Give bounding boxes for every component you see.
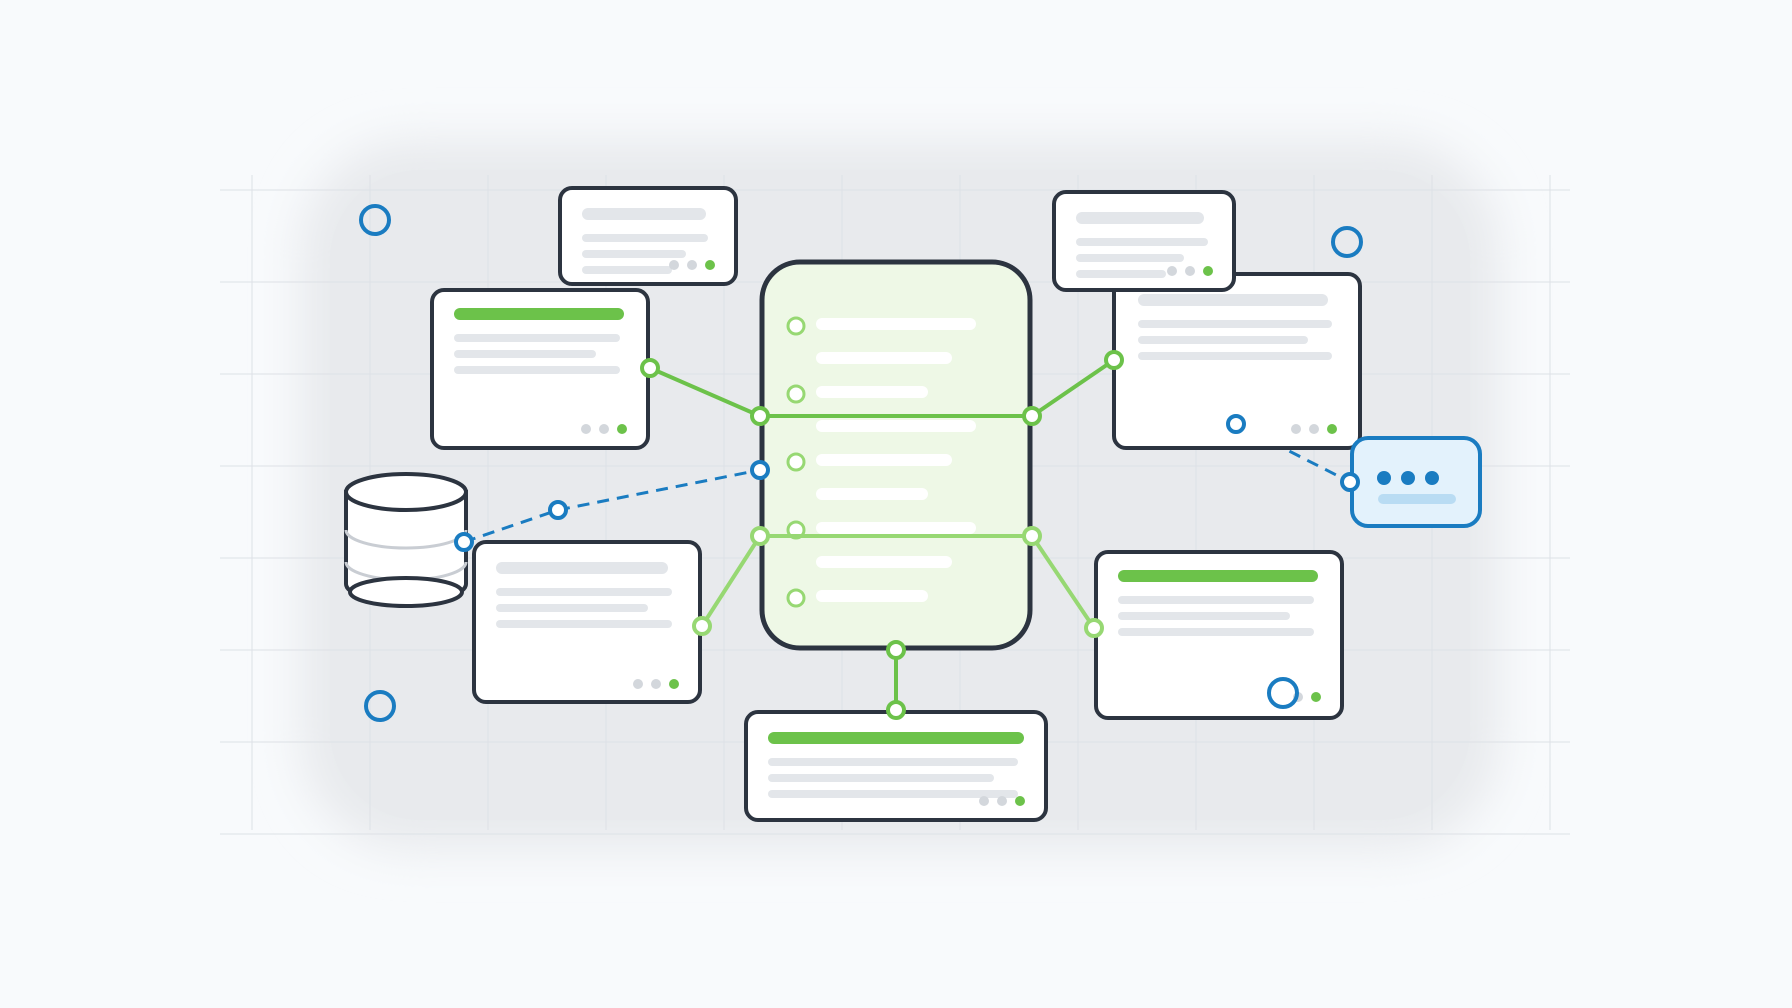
dot-indicator-icon (997, 796, 1007, 806)
connector-node-icon (1084, 618, 1104, 638)
row-marker-icon (786, 452, 806, 472)
connector-node-icon (886, 640, 906, 660)
connector-node-icon (1022, 526, 1042, 546)
dot-indicator-icon (1185, 266, 1195, 276)
dot-indicator-icon (687, 260, 697, 270)
card-right-lower (1094, 550, 1344, 720)
connector-node-icon (1226, 414, 1246, 434)
dot-indicator-icon (1015, 796, 1025, 806)
connector-node-icon (750, 406, 770, 426)
blue-connector-nodes (454, 414, 1360, 552)
connector-node-icon (548, 500, 568, 520)
dot-indicator-icon (1311, 692, 1321, 702)
central-hub (759, 259, 1033, 651)
connector-node-icon (886, 700, 906, 720)
card-left-upper (430, 288, 650, 450)
dot-indicator-icon (581, 424, 591, 434)
dot-indicator-icon (705, 260, 715, 270)
dot-indicator-icon (1309, 424, 1319, 434)
connector-node-icon (454, 532, 474, 552)
row-marker-icon (786, 384, 806, 404)
connector-node-icon (1022, 406, 1042, 426)
dot-indicator-icon (1203, 266, 1213, 276)
dot-indicator-icon (599, 424, 609, 434)
decor-circle-icon (1267, 677, 1299, 709)
connector-node-icon (692, 616, 712, 636)
dot-indicator-icon (617, 424, 627, 434)
decor-circle-icon (1331, 226, 1363, 258)
connector-node-icon (1340, 472, 1360, 492)
connector-node-icon (750, 526, 770, 546)
card-top-right (1052, 190, 1236, 292)
row-marker-icon (786, 588, 806, 608)
dot-indicator-icon (1167, 266, 1177, 276)
dot-indicator-icon (633, 679, 643, 689)
dot-indicator-icon (651, 679, 661, 689)
connector-node-icon (750, 460, 770, 480)
green-connector-nodes (640, 350, 1124, 720)
decor-circle-icon (359, 204, 391, 236)
connector-node-icon (1104, 350, 1124, 370)
dot-indicator-icon (1327, 424, 1337, 434)
card-top-left (558, 186, 738, 286)
card-bottom (744, 710, 1048, 822)
chat-bubble-icon (1350, 436, 1482, 528)
dot-indicator-icon (979, 796, 989, 806)
card-left-lower (472, 540, 702, 704)
dot-indicator-icon (669, 679, 679, 689)
dot-indicator-icon (1291, 424, 1301, 434)
database-icon (344, 472, 468, 608)
decor-circle-icon (364, 690, 396, 722)
connector-node-icon (640, 358, 660, 378)
dot-indicator-icon (669, 260, 679, 270)
row-marker-icon (786, 316, 806, 336)
